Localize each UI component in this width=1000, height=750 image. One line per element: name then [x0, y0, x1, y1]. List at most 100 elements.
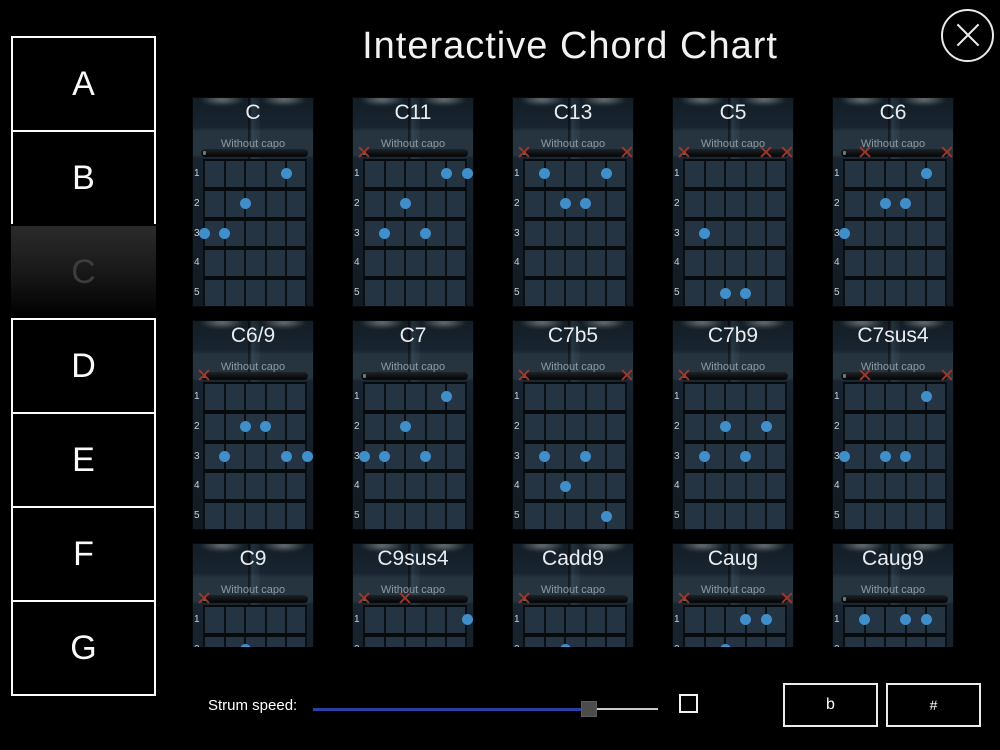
fret-number: 3: [194, 227, 200, 239]
note-button-a[interactable]: A: [11, 36, 156, 132]
mute-x-icon: [198, 369, 210, 381]
capo-label: Without capo: [380, 584, 446, 596]
string-line: [884, 159, 887, 306]
light-glow-icon: [421, 544, 467, 552]
string-line: [683, 382, 685, 529]
fret-number: 2: [674, 420, 680, 432]
finger-dot: [719, 287, 731, 299]
string-line: [264, 605, 267, 647]
mute-x-icon: [518, 146, 530, 158]
note-button-e[interactable]: E: [11, 412, 156, 508]
finger-dot: [600, 510, 612, 522]
finger-dot: [219, 451, 231, 462]
flat-button[interactable]: b: [783, 683, 878, 727]
fret-line: [683, 216, 786, 221]
finger-dot: [301, 451, 313, 462]
fret-number: 5: [834, 510, 840, 522]
fret-number: 2: [674, 197, 680, 209]
strum-checkbox[interactable]: [679, 694, 698, 713]
fret-number: 1: [674, 167, 680, 179]
string-line: [785, 605, 787, 647]
light-glow-icon: [261, 544, 307, 552]
light-glow-icon: [519, 98, 565, 106]
fret-line: [523, 469, 626, 474]
fret-line: [363, 633, 466, 637]
string-line: [724, 605, 727, 647]
light-glow-icon: [741, 98, 787, 106]
string-line: [285, 159, 288, 306]
fret-number: 3: [194, 450, 200, 462]
fret-line: [683, 439, 786, 444]
fret-number: 4: [514, 257, 520, 269]
mute-x-icon: [678, 592, 690, 604]
fret-number: 5: [834, 287, 840, 299]
light-glow-icon: [741, 544, 787, 552]
fret-line: [683, 382, 786, 384]
string-line: [404, 382, 407, 529]
fret-number: 2: [514, 197, 520, 209]
note-button-f[interactable]: F: [11, 506, 156, 602]
note-label: F: [73, 534, 94, 573]
finger-dot: [239, 421, 251, 433]
finger-dot: [920, 614, 932, 626]
capo-label: Without capo: [380, 361, 446, 373]
string-line: [945, 382, 947, 529]
light-glow-icon: [199, 544, 245, 552]
finger-dot: [461, 168, 473, 180]
chord-name: C7sus4: [857, 324, 929, 347]
strum-slider-handle[interactable]: [581, 701, 597, 717]
string-line: [765, 382, 768, 529]
fret-line: [843, 410, 946, 414]
mute-x-icon: [358, 146, 370, 158]
fret-line: [843, 382, 946, 384]
fret-line: [683, 528, 786, 529]
mute-x-icon: [781, 592, 793, 604]
note-button-c[interactable]: C: [11, 224, 156, 320]
note-button-g[interactable]: G: [11, 600, 156, 696]
fret-line: [363, 159, 466, 161]
note-button-b[interactable]: B: [11, 130, 156, 226]
finger-dot: [559, 198, 571, 210]
fret-line: [683, 246, 786, 251]
nut-bar: [201, 149, 308, 157]
fret-number: 5: [194, 287, 200, 299]
string-line: [584, 605, 587, 647]
fret-number: 1: [514, 613, 520, 625]
fret-line: [203, 439, 306, 444]
fret-number: 5: [354, 510, 360, 522]
close-button[interactable]: [941, 9, 994, 62]
finger-dot: [859, 614, 871, 626]
string-line: [605, 382, 608, 529]
fret-number: 3: [674, 227, 680, 239]
note-label: E: [72, 440, 95, 479]
mute-x-icon: [621, 146, 633, 158]
finger-dot: [838, 451, 850, 462]
string-line: [744, 159, 747, 306]
finger-dot: [559, 480, 571, 492]
note-button-d[interactable]: D: [11, 318, 156, 414]
light-glow-icon: [199, 98, 245, 106]
fret-number: 1: [834, 613, 840, 625]
sharp-button[interactable]: #: [886, 683, 981, 727]
string-line: [305, 159, 307, 306]
fret-line: [203, 275, 306, 280]
strum-slider[interactable]: [313, 700, 658, 718]
